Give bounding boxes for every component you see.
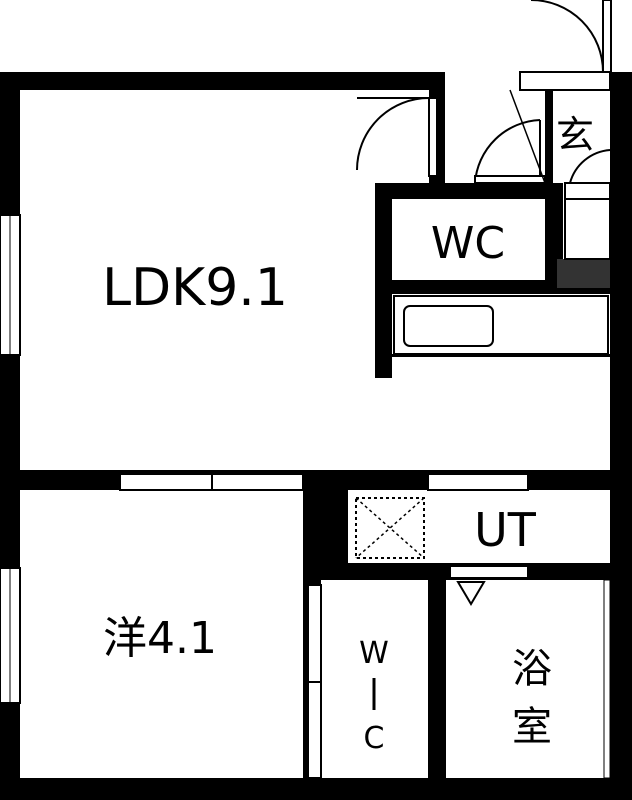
bath-label-top: 浴	[512, 646, 552, 692]
closet-bath-wall	[428, 563, 446, 778]
bath-door-marker	[456, 581, 486, 606]
wc-label: WC	[431, 218, 505, 269]
bedroom-utility-wall	[303, 470, 348, 578]
windows	[0, 214, 611, 779]
cabinet-door	[564, 149, 611, 260]
outer-wall-bottom	[0, 778, 632, 800]
closet-label-w: W	[359, 636, 389, 671]
ldk-label: LDK9.1	[102, 258, 288, 318]
ut-label: UT	[474, 503, 537, 557]
entrance-label: 玄	[556, 113, 594, 157]
kitchen-sink	[403, 305, 494, 347]
swing-doors	[356, 0, 612, 260]
washer-space	[355, 497, 425, 559]
sliding-doors	[119, 473, 529, 779]
wc-bottom-wall	[392, 280, 610, 294]
shoe-cabinet-box	[557, 259, 610, 288]
bath-door-frame	[449, 565, 529, 579]
front-door	[519, 0, 612, 91]
western-room-label: 洋4.1	[103, 613, 217, 664]
entrance-partition-right	[545, 90, 553, 187]
wc-door	[474, 119, 546, 184]
ldk-entry-door	[356, 97, 438, 177]
fixtures	[355, 199, 609, 606]
wc-room-floor	[392, 199, 545, 280]
bath-label-bottom: 室	[512, 704, 552, 750]
wc-right-wall	[545, 183, 563, 283]
closet-label-c: C	[364, 721, 385, 756]
kitchen-bottom-line	[392, 354, 610, 357]
wc-top-wall	[375, 183, 555, 199]
outer-wall-right	[610, 72, 632, 800]
wc-left-wall	[375, 183, 392, 378]
bath-window-frame	[603, 579, 611, 779]
utility-opening	[348, 474, 428, 490]
entrance-step-line	[509, 89, 546, 184]
utility-sliding-door	[427, 473, 529, 491]
outer-wall-top-left	[0, 72, 445, 90]
room-labels: LDK9.1 洋4.1 WC UT 玄 W C 浴 室	[102, 113, 594, 756]
